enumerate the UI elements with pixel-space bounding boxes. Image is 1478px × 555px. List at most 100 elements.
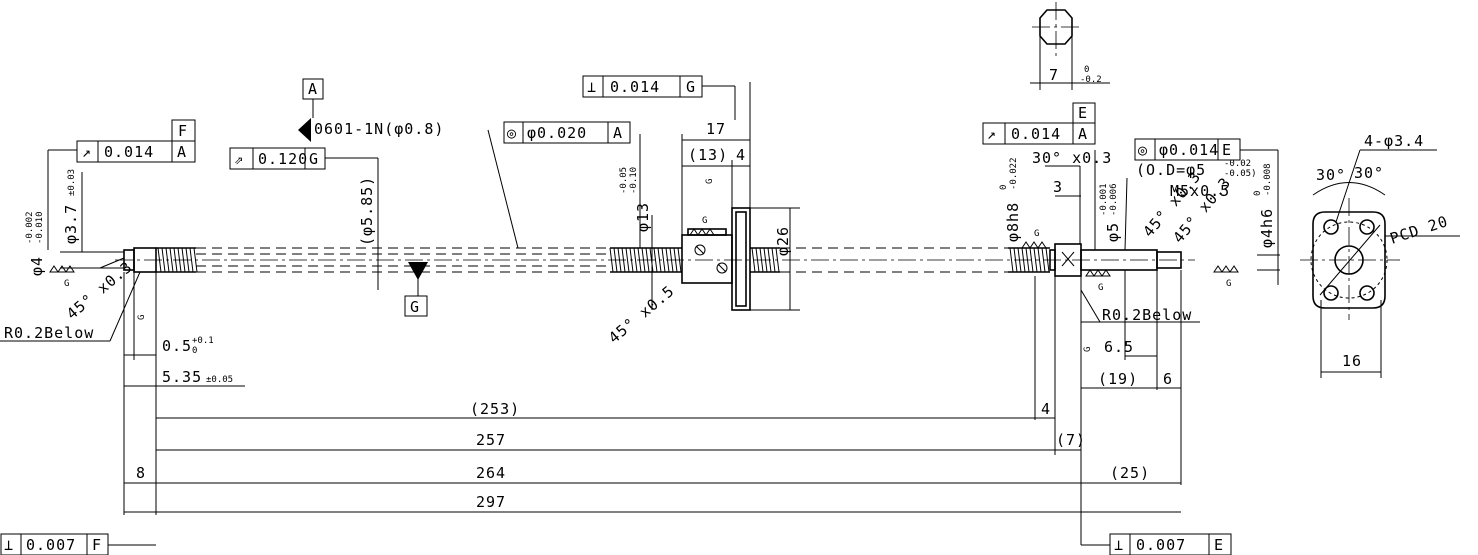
dim-phi5-tol-bot: -0.006 — [1109, 183, 1119, 216]
dim-16: 16 — [1342, 352, 1362, 370]
thread-hatch-line — [669, 247, 674, 273]
dim-6-5: 6.5 — [1104, 338, 1134, 356]
perp-bottom-left-value: 0.007 — [26, 536, 76, 554]
surface-g-7: G — [705, 179, 715, 184]
coaxial-right-value: φ0.014 — [1159, 141, 1219, 159]
dim-7-flat: 7 — [1049, 66, 1059, 84]
thread-hatch-line — [633, 247, 638, 273]
runout-right-symbol: ↗ — [987, 125, 997, 143]
thread-hatch-line — [157, 247, 162, 273]
coaxial-right-datum: E — [1222, 141, 1232, 159]
spec-note: 0601-1N(φ0.8) — [314, 120, 444, 138]
dim-phi5: φ5 — [1104, 222, 1122, 242]
perp-flange-datum: G — [686, 78, 696, 96]
dim-5-35: 5.35 — [162, 368, 202, 386]
runout-left-value: 0.014 — [104, 143, 154, 161]
dimension-lines — [0, 82, 1460, 546]
thread-hatch-line — [763, 247, 768, 273]
thread-hatch-line — [173, 247, 178, 273]
dim-6: 6 — [1163, 370, 1173, 388]
runout-right-datum: A — [1078, 125, 1088, 143]
thread-hatch-line — [189, 247, 194, 273]
datum-g-label: G — [410, 298, 420, 316]
thread-hatch-line — [1029, 247, 1034, 273]
dim-5-35-tol: ±0.05 — [206, 375, 233, 385]
dim-5-85: (φ5.85) — [358, 176, 376, 246]
thread-hatch-line — [1033, 247, 1038, 273]
thread-hatch-line — [657, 247, 662, 273]
dimension-text: φ4 -0.002 -0.010 φ3.7 ±0.03 45° x0.3 R0.… — [4, 65, 1450, 511]
thread-hatch-line — [661, 247, 666, 273]
thread-hatch-line — [751, 247, 756, 273]
dim-phi4h6: φ4h6 — [1258, 208, 1276, 248]
thread-hatch-line — [1045, 247, 1050, 273]
angle-a: 30° — [1316, 166, 1346, 184]
thread-hatch-line — [645, 247, 650, 273]
runout-left-datum: A — [177, 143, 187, 161]
total-runout-datum: G — [309, 150, 319, 168]
dim-25: (25) — [1110, 464, 1150, 482]
dim-phi13-tol-bot: -0.10 — [629, 167, 639, 194]
thread-hatch-line — [1009, 247, 1014, 273]
thread-m5: M5x0.5 — [1170, 182, 1230, 200]
perp-bottom-right-value: 0.007 — [1136, 536, 1186, 554]
thread-hatch-line — [617, 247, 622, 273]
thread-hatch-line — [677, 247, 682, 273]
thread-hatch-line — [165, 247, 170, 273]
surface-g-4: G — [1226, 279, 1231, 289]
holes-note: 4-φ3.4 — [1364, 132, 1424, 150]
dim-13: (13) — [688, 146, 728, 164]
thread-hatch-line — [625, 247, 630, 273]
datum-a-triangle — [298, 118, 311, 142]
thread-hatch-line — [181, 247, 186, 273]
perp-flange-value: 0.014 — [610, 78, 660, 96]
datum-f-label: F — [178, 122, 188, 140]
coaxial-nut-symbol: ◎ — [507, 124, 517, 142]
thread-hatch-line — [161, 247, 166, 273]
thread-hatch-line — [193, 247, 198, 273]
thread-hatch-line — [1017, 247, 1022, 273]
thread-hatch-line — [767, 247, 772, 273]
od-note: (O.D=φ5 — [1136, 161, 1206, 179]
dim-phi8h8-tol-top: 0 — [999, 185, 1009, 190]
dim-257: 257 — [476, 431, 506, 449]
dim-phi4-left: φ4 — [28, 256, 46, 276]
runout-right-value: 0.014 — [1011, 125, 1061, 143]
thread-hatch-line — [759, 247, 764, 273]
thread-hatch-line — [775, 247, 780, 273]
dim-phi4h6-tol-top: 0 — [1253, 191, 1263, 196]
surface-g-3: G — [1098, 283, 1103, 293]
dim-264: 264 — [476, 464, 506, 482]
surface-g-1: G — [64, 279, 69, 289]
thread-hatching — [157, 247, 1050, 273]
coaxial-nut-datum: A — [613, 124, 623, 142]
perp-flange-symbol: ⊥ — [587, 78, 597, 96]
pcd-note: PCD 20 — [1388, 212, 1451, 248]
thread-hatch-line — [169, 247, 174, 273]
dim-0-5: 0.5 — [162, 337, 192, 355]
thread-hatch-line — [1021, 247, 1026, 273]
thread-hatch-line — [665, 247, 670, 273]
total-runout-value: 0.120 — [258, 150, 308, 168]
dim-0-5-tol-top: +0.1 — [192, 336, 214, 346]
od-tol-bot: -0.05) — [1224, 169, 1257, 179]
datum-a-label: A — [308, 80, 318, 98]
total-runout-symbol: ⇗ — [234, 150, 244, 168]
ball-nut — [681, 207, 751, 311]
dim-phi4h6-tol-bot: -0.008 — [1263, 163, 1273, 196]
dim-4-flange: 4 — [736, 146, 746, 164]
dim-phi3-7: φ3.7 — [62, 204, 80, 244]
thread-hatch-line — [629, 247, 634, 273]
thread-hatch-line — [609, 247, 614, 273]
coaxial-nut-value: φ0.020 — [527, 124, 587, 142]
dim-phi4-left-tol-bot: -0.010 — [35, 211, 45, 244]
perp-bottom-right-symbol: ⊥ — [1114, 536, 1124, 554]
r-below-right: R0.2Below — [1102, 306, 1192, 324]
chamfer-30: 30° x0.3 — [1032, 149, 1112, 167]
dim-8: 8 — [136, 464, 146, 482]
chamfer-left: 45° x0.3 — [63, 258, 136, 323]
dim-4-bottom: 4 — [1041, 400, 1051, 418]
tolerance-frames — [0, 75, 1241, 555]
